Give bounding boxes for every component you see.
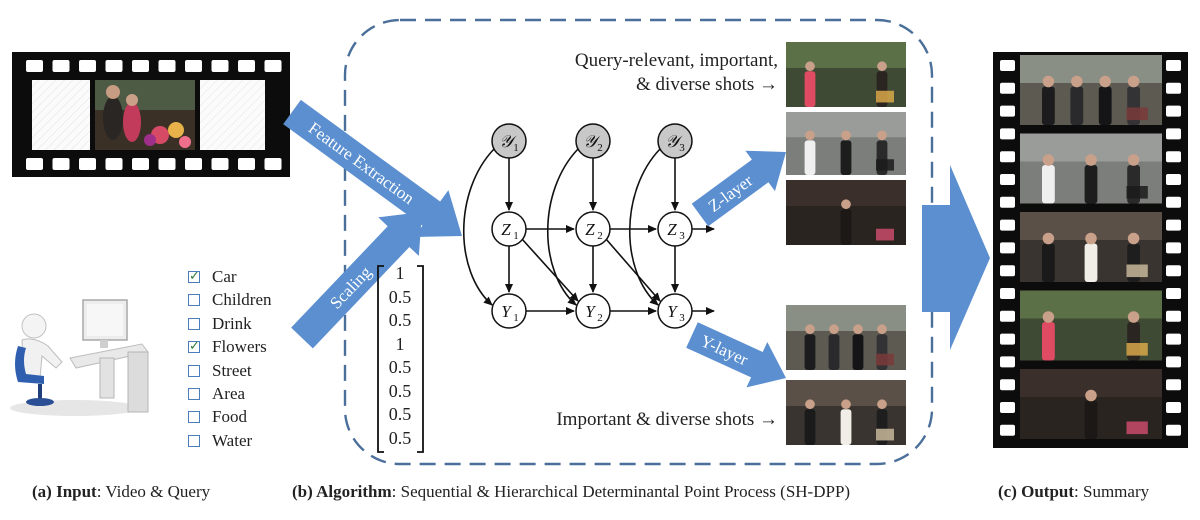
- caption-algorithm-bold: (b) Algorithm: [292, 482, 392, 501]
- shot-thumbnail-street: [786, 305, 906, 370]
- shot-thumbnail-wedding: [1020, 212, 1162, 282]
- feature-extraction-arrow: Feature Extraction: [283, 99, 462, 238]
- vector-value: 1: [395, 263, 405, 283]
- vector-value: 0.5: [388, 404, 412, 424]
- graph-edges: [462, 148, 715, 315]
- shot-thumbnail-police: [786, 112, 906, 175]
- observed-node-subscript: 1: [513, 142, 519, 154]
- y-layer-arrow: Y-layer: [686, 322, 786, 388]
- checkbox[interactable]: [188, 364, 200, 377]
- shot-thumbnails: [786, 42, 906, 445]
- z-node-subscript: 1: [513, 230, 519, 242]
- shot-thumbnail-flowers: [786, 42, 906, 107]
- checkbox[interactable]: [188, 411, 200, 424]
- shot-thumbnail-flowers: [1020, 290, 1162, 361]
- checkbox[interactable]: [188, 294, 200, 307]
- scaling-vector-brackets: [377, 265, 424, 453]
- query-relevant-line1: Query-relevant, important,: [574, 50, 778, 71]
- query-item-children[interactable]: Children: [188, 290, 272, 310]
- z-node-subscript: 3: [679, 230, 685, 242]
- feature-extraction-label: Feature Extraction: [305, 118, 418, 208]
- z-node-label: Z: [501, 220, 511, 239]
- caption-output-bold: (c) Output: [998, 482, 1075, 501]
- output-summary-filmstrip: [993, 52, 1188, 448]
- vector-value: 0.5: [388, 427, 412, 448]
- query-item-area[interactable]: Area: [188, 384, 245, 404]
- caption-algorithm-rest: : Sequential & Hierarchical Determinanta…: [391, 482, 851, 501]
- z-node-label: Z: [667, 220, 677, 239]
- z-layer-arrow: Z-layer: [691, 150, 786, 227]
- query-item-label: Drink: [212, 313, 252, 333]
- vector-value: 0.5: [388, 357, 412, 377]
- y-node-label: Y: [585, 302, 596, 321]
- caption-input-bold: (a) Input: [32, 482, 97, 501]
- input-video-filmstrip: [12, 52, 290, 177]
- checkbox[interactable]: [188, 434, 200, 447]
- checkbox[interactable]: [188, 317, 200, 330]
- shot-thumbnail-street: [1020, 55, 1162, 125]
- caption-input-rest: : Video & Query: [96, 482, 211, 501]
- vector-value: 0.5: [388, 310, 412, 330]
- shot-thumbnail-portrait: [1020, 369, 1162, 439]
- checkbox[interactable]: [188, 337, 200, 357]
- important-diverse-annotation: Important & diverse shots →: [556, 409, 778, 430]
- caption-output: (c) Output: Summary: [998, 482, 1149, 502]
- vector-value: 0.5: [388, 286, 412, 307]
- query-item-label: Food: [212, 407, 247, 427]
- checkbox[interactable]: [188, 388, 200, 400]
- output-arrow: [922, 165, 990, 350]
- query-item-label: Area: [212, 384, 246, 403]
- y-node-subscript: 2: [597, 312, 603, 324]
- z-node-label: Z: [585, 220, 595, 239]
- y-node-label: Y: [667, 302, 678, 321]
- query-relevant-line2: & diverse shots →: [636, 74, 778, 95]
- observed-node-subscript: 3: [679, 142, 685, 154]
- observed-node-subscript: 2: [597, 142, 603, 154]
- shot-thumbnail-police: [1020, 133, 1162, 204]
- y-node-label: Y: [501, 302, 512, 321]
- query-item-label: Car: [212, 267, 237, 286]
- shot-thumbnail-portrait: [786, 180, 906, 245]
- query-item-label: Flowers: [212, 337, 267, 357]
- y-node-subscript: 3: [679, 312, 685, 324]
- query-item-label: Street: [212, 360, 252, 380]
- vector-value: 0.5: [388, 380, 412, 401]
- y-node-subscript: 1: [513, 312, 519, 324]
- query-item-car[interactable]: Car: [188, 267, 237, 287]
- query-item-food[interactable]: Food: [188, 407, 247, 427]
- query-relevant-annotation: Query-relevant, important, & diverse sho…: [520, 49, 778, 97]
- user-at-computer-illustration: [10, 299, 149, 416]
- caption-input: (a) Input: Video & Query: [32, 482, 210, 502]
- query-item-water[interactable]: Water: [188, 431, 252, 451]
- query-item-drink[interactable]: Drink: [188, 314, 252, 334]
- vector-value: 1: [395, 333, 405, 354]
- checkbox[interactable]: [188, 267, 200, 287]
- shot-thumbnail-wedding: [786, 380, 906, 445]
- query-item-street[interactable]: Street: [188, 361, 252, 381]
- query-item-flowers[interactable]: Flowers: [188, 337, 267, 357]
- input-video-frame: [95, 80, 195, 150]
- z-node-subscript: 2: [597, 230, 603, 242]
- query-item-label: Water: [212, 430, 253, 450]
- query-item-label: Children: [212, 290, 272, 310]
- caption-algorithm: (b) Algorithm: Sequential & Hierarchical…: [292, 482, 850, 502]
- caption-output-rest: : Summary: [1074, 482, 1150, 501]
